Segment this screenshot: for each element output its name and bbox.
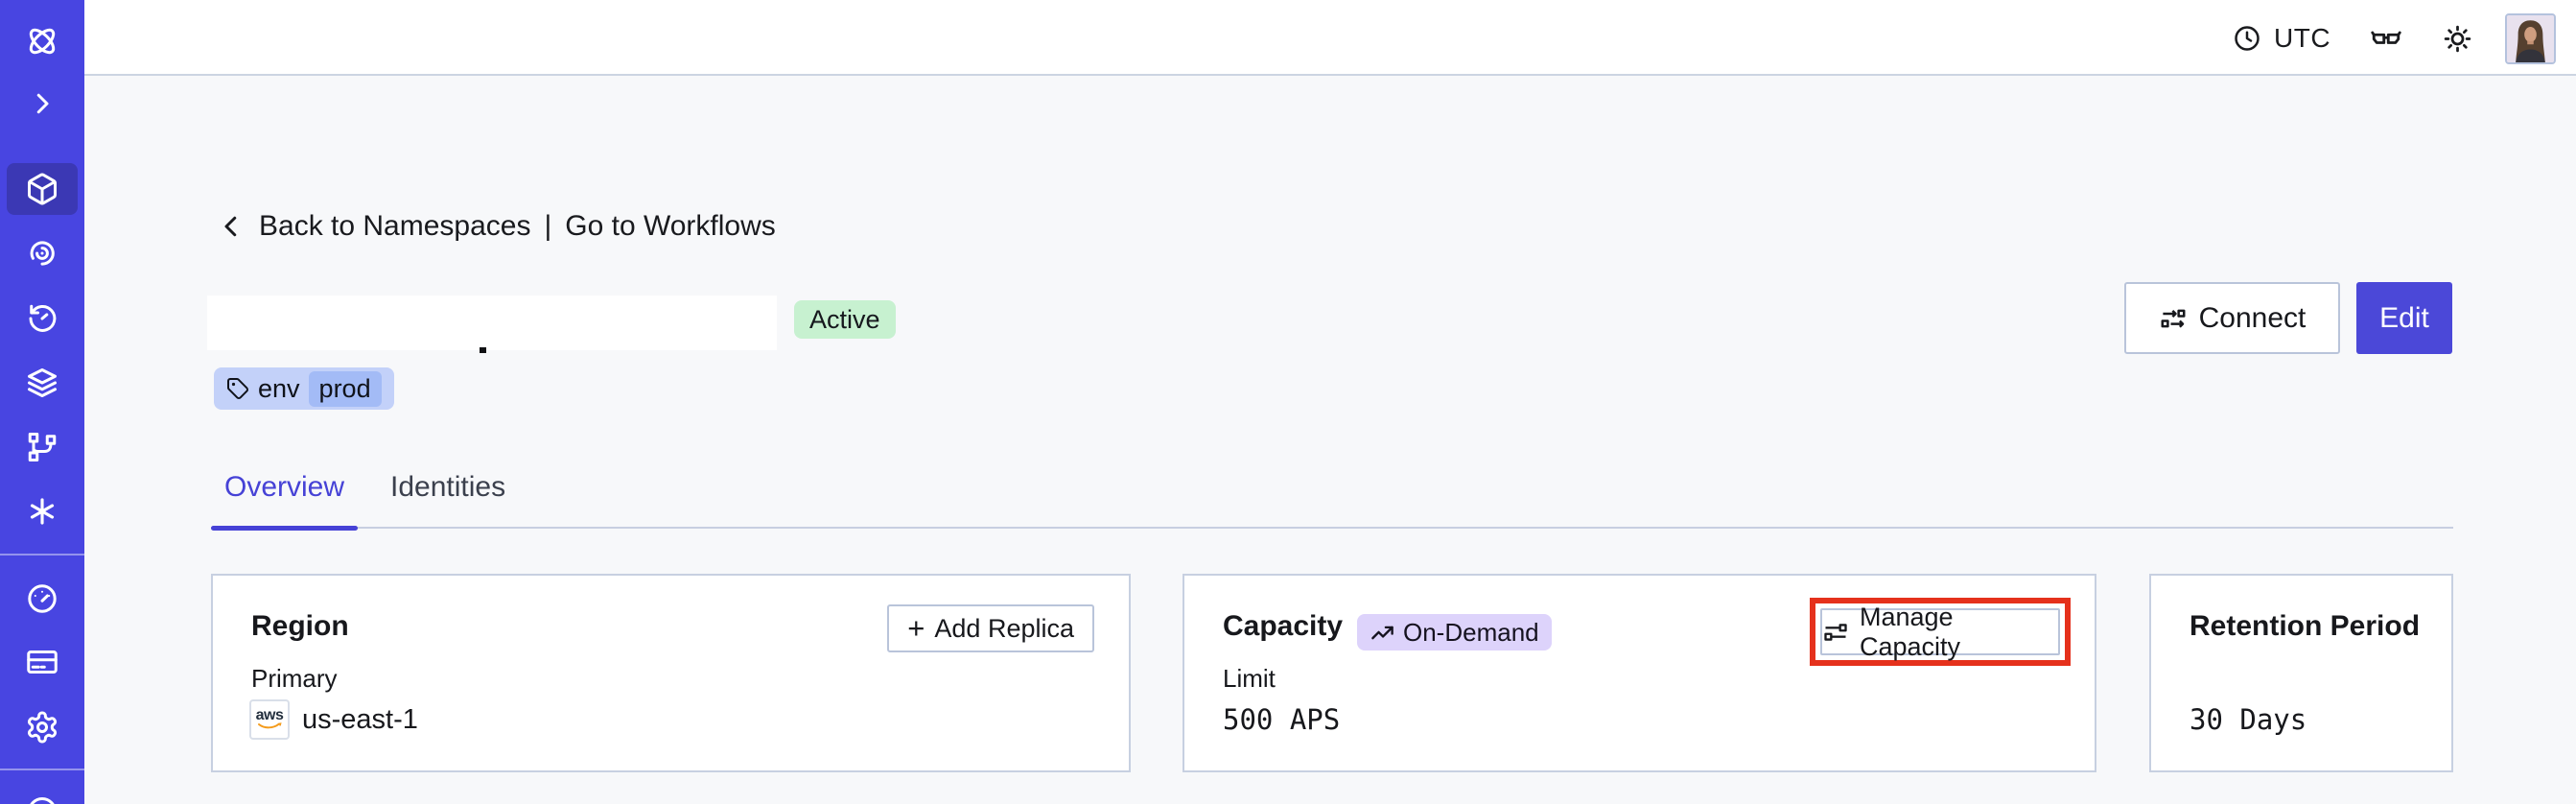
edit-button[interactable]: Edit	[2356, 282, 2452, 354]
tag-value: prod	[308, 370, 382, 407]
sidebar-divider	[0, 554, 84, 556]
breadcrumb-separator: |	[544, 210, 552, 242]
sidebar-item-help[interactable]	[15, 782, 69, 804]
connect-button-label: Connect	[2198, 301, 2307, 334]
capacity-limit-label: Limit	[1223, 664, 1276, 693]
breadcrumb-workflows-link[interactable]: Go to Workflows	[565, 210, 776, 242]
sidebar-item-usage[interactable]	[15, 572, 69, 626]
region-row: aws us-east-1	[249, 699, 418, 740]
schedules-timer-icon	[29, 304, 57, 332]
layers-icon	[28, 368, 57, 397]
region-card: Region + Add Replica Primary aws us-east…	[211, 574, 1131, 772]
sidebar-divider	[0, 769, 84, 770]
region-primary-label: Primary	[251, 664, 338, 693]
capacity-value: 500 APS	[1223, 703, 1341, 736]
deployments-branch-icon	[28, 433, 57, 461]
aws-smile	[258, 721, 282, 728]
retention-card-title: Retention Period	[2190, 610, 2421, 642]
breadcrumb-back-link[interactable]: Back to Namespaces	[259, 210, 531, 242]
temporal-logo-icon	[29, 28, 56, 55]
timezone-label: UTC	[2274, 23, 2331, 53]
retention-value: 30 Days	[2190, 703, 2307, 736]
sidebar-item-schedules[interactable]	[15, 292, 69, 345]
tab-bar: Overview Identities	[211, 470, 2453, 531]
sliders-icon	[1824, 623, 1847, 641]
add-replica-button[interactable]: + Add Replica	[887, 604, 1094, 652]
connect-icon	[2161, 309, 2186, 328]
breadcrumb: Back to Namespaces | Go to Workflows	[217, 210, 776, 243]
namespace-tag-chip: env prod	[214, 367, 394, 410]
edit-button-label: Edit	[2379, 301, 2429, 334]
connect-button[interactable]: Connect	[2124, 282, 2340, 354]
highlight-annotation-box: Manage Capacity	[1810, 598, 2071, 666]
chevron-right-icon	[36, 93, 49, 114]
sidebar-expand-button[interactable]	[15, 77, 69, 130]
clock-icon	[2235, 26, 2260, 51]
avatar-illustration	[2507, 15, 2554, 62]
add-replica-label: Add Replica	[934, 613, 1074, 643]
sidebar	[0, 0, 84, 804]
region-card-title: Region	[251, 610, 349, 642]
capacity-card: Capacity On-Demand Manage Capacity Limit…	[1183, 574, 2096, 772]
billing-card-icon	[27, 650, 58, 674]
tag-icon	[227, 378, 248, 399]
tab-identities[interactable]: Identities	[390, 471, 506, 503]
theme-toggle-button[interactable]	[2442, 23, 2473, 55]
glasses-icon	[2371, 31, 2401, 44]
tab-overview[interactable]: Overview	[211, 470, 359, 531]
settings-gear-icon	[28, 711, 57, 744]
sidebar-item-asterisk[interactable]	[15, 485, 69, 538]
temporal-logo[interactable]	[15, 14, 69, 68]
sidebar-item-deployments[interactable]	[15, 420, 69, 474]
asterisk-icon	[30, 498, 55, 525]
sun-icon	[2444, 25, 2471, 53]
trending-up-icon	[1371, 626, 1393, 639]
sidebar-item-namespaces[interactable]	[7, 163, 78, 215]
capacity-card-title: Capacity	[1223, 610, 1344, 642]
manage-capacity-button[interactable]: Manage Capacity	[1820, 603, 2060, 661]
sidebar-item-layers[interactable]	[15, 356, 69, 410]
chevron-left-icon[interactable]	[217, 212, 246, 241]
sidebar-item-billing[interactable]	[15, 635, 69, 689]
sidebar-item-settings[interactable]	[15, 700, 69, 754]
topbar: UTC	[84, 0, 2576, 76]
dev-mode-button[interactable]	[2369, 21, 2403, 56]
tag-key: env	[258, 373, 300, 403]
status-badge-label: Active	[809, 304, 880, 334]
help-circle-icon	[30, 797, 55, 804]
retention-card: Retention Period 30 Days	[2149, 574, 2453, 772]
namespace-title-redacted	[207, 296, 777, 350]
sidebar-item-nexus[interactable]	[15, 226, 69, 280]
redaction-artifact	[480, 347, 486, 353]
timezone-selector[interactable]: UTC	[2233, 23, 2330, 54]
status-badge: Active	[794, 300, 896, 339]
region-value: us-east-1	[302, 703, 418, 735]
namespaces-cube-icon	[28, 173, 57, 205]
nexus-spiral-icon	[30, 241, 55, 266]
ondemand-badge: On-Demand	[1357, 614, 1552, 650]
aws-logo-text: aws	[255, 706, 284, 723]
aws-provider-icon: aws	[249, 699, 290, 740]
user-avatar[interactable]	[2505, 13, 2556, 64]
ondemand-badge-label: On-Demand	[1403, 617, 1539, 647]
manage-capacity-label: Manage Capacity	[1860, 602, 1961, 661]
usage-gauge-icon	[28, 584, 57, 613]
plus-icon: +	[907, 611, 925, 645]
